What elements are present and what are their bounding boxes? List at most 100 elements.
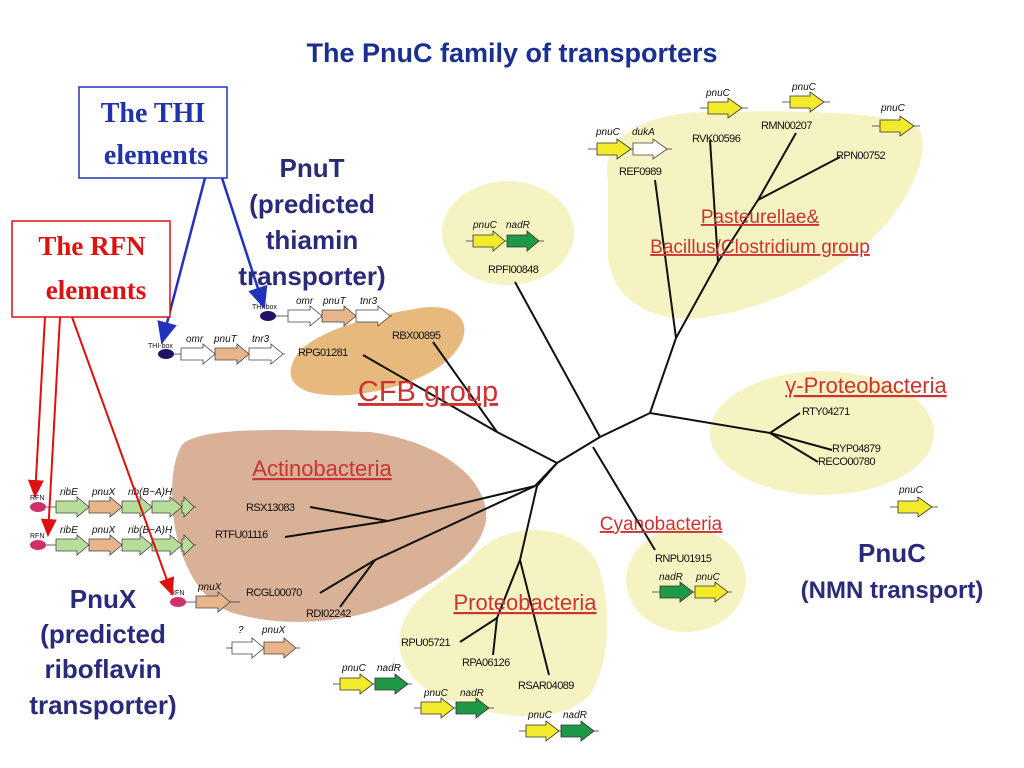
pnuc-gene-arrow bbox=[472, 230, 506, 252]
svg-text:PnuC: PnuC bbox=[858, 538, 926, 568]
svg-text:pnuX: pnuX bbox=[197, 582, 222, 593]
svg-text:pnuC: pnuC bbox=[880, 103, 906, 114]
pnut-label: PnuT (predicted thiamin transporter) bbox=[238, 153, 385, 291]
svg-text:thiamin: thiamin bbox=[266, 225, 358, 255]
rfn-callout-text-2: elements bbox=[46, 275, 146, 305]
pnuc-gene-arrow bbox=[789, 91, 825, 113]
svg-text:(predicted: (predicted bbox=[40, 619, 166, 649]
gene-cluster-rvk: pnuC bbox=[700, 88, 748, 119]
svg-text:riboflavin: riboflavin bbox=[44, 654, 161, 684]
svg-text:nadR: nadR bbox=[377, 663, 401, 674]
rfn-marker bbox=[170, 597, 186, 607]
svg-text:pnuC: pnuC bbox=[705, 88, 731, 99]
svg-text:tnr3: tnr3 bbox=[252, 334, 270, 345]
proteobacteria-blob bbox=[399, 530, 608, 717]
svg-text:nadR: nadR bbox=[659, 572, 683, 583]
svg-text:PnuT: PnuT bbox=[280, 153, 345, 183]
riba-gene-arrow bbox=[151, 496, 183, 518]
pnut-gene-arrow bbox=[214, 343, 250, 365]
svg-text:ribE: ribE bbox=[60, 487, 78, 498]
actinobacteria-blob bbox=[172, 429, 487, 622]
group-label-actinobacteria: Actinobacteria bbox=[252, 456, 392, 481]
node-ryp: RYP04879 bbox=[832, 443, 881, 455]
gene-cluster-rfn-2: RFN ribE pnuX rib(B~A)H bbox=[30, 525, 196, 556]
riba-gene-arrow bbox=[151, 534, 183, 556]
thi-arrow-right bbox=[220, 177, 268, 310]
node-rpg: RPG01281 bbox=[298, 347, 348, 359]
cyanobacteria-blob bbox=[626, 528, 746, 632]
svg-text:dukA: dukA bbox=[632, 127, 655, 138]
gene-cluster-rfn-1: RFN ribE pnuX rib(B~A)H bbox=[30, 487, 196, 518]
nadr-gene-arrow bbox=[455, 697, 490, 719]
svg-text:nadR: nadR bbox=[563, 710, 587, 721]
pnuc-gene-arrow bbox=[339, 673, 374, 695]
thi-callout-text-2: elements bbox=[104, 140, 208, 171]
pnuc-label: PnuC (NMN transport) bbox=[801, 538, 984, 604]
rfn-callout-text-1: The RFN bbox=[38, 231, 146, 261]
nadr-gene-arrow bbox=[659, 581, 694, 603]
pnuc-gene-arrow bbox=[707, 97, 743, 119]
gene-cluster-rnpu: nadR pnuC bbox=[652, 572, 732, 603]
svg-text:pnuX: pnuX bbox=[261, 625, 286, 636]
pnux-gene-arrow bbox=[195, 591, 231, 613]
svg-text:pnuT: pnuT bbox=[322, 296, 347, 307]
unknown-gene-arrow bbox=[231, 637, 265, 659]
node-rbx: RBX00895 bbox=[392, 330, 441, 342]
gene-cluster-proteo-3: pnuC nadR bbox=[519, 710, 599, 742]
gene-cluster-pnuc-right: pnuC bbox=[890, 485, 938, 518]
ribb-gene-arrow bbox=[121, 534, 153, 556]
ribh-gene-arrow bbox=[181, 534, 195, 556]
svg-text:pnuC: pnuC bbox=[791, 82, 817, 93]
svg-text:(NMN transport): (NMN transport) bbox=[801, 577, 984, 604]
rfn-arrow-3 bbox=[71, 316, 175, 596]
group-label-bacillus: Bacillus/Clostridium group bbox=[650, 237, 870, 258]
nadr-gene-arrow bbox=[374, 673, 409, 695]
gene-cluster-rmn: pnuC bbox=[782, 82, 830, 113]
node-rpf: RPFI00848 bbox=[488, 264, 539, 276]
omr-gene-arrow bbox=[180, 343, 216, 365]
node-rsar: RSAR04089 bbox=[518, 680, 574, 692]
thi-callout-text-1: The THI bbox=[101, 98, 206, 129]
pnut-gene-arrow bbox=[321, 305, 357, 327]
gene-cluster-rpf: pnuC nadR bbox=[466, 220, 544, 252]
group-label-gamma-proteobacteria: γ-Proteobacteria bbox=[785, 373, 947, 398]
node-rtfu: RTFU01116 bbox=[215, 529, 268, 541]
cfb-group-blob bbox=[290, 307, 465, 396]
node-rmn: RMN00207 bbox=[761, 120, 812, 132]
thi-box-marker bbox=[260, 311, 276, 321]
pnux-gene-arrow bbox=[88, 534, 123, 556]
node-rpa: RPA06126 bbox=[462, 657, 510, 669]
rpf-cluster-blob bbox=[442, 181, 574, 285]
svg-text:pnuC: pnuC bbox=[898, 485, 924, 496]
thi-box-marker bbox=[158, 349, 174, 359]
svg-text:pnuC: pnuC bbox=[527, 710, 553, 721]
svg-text:pnuX: pnuX bbox=[91, 525, 116, 536]
nadr-gene-arrow bbox=[506, 230, 540, 252]
svg-text:RFN: RFN bbox=[170, 590, 184, 597]
gene-cluster-ref: pnuC dukA bbox=[588, 127, 672, 160]
node-reco: RECO00780 bbox=[818, 456, 875, 468]
node-ref: REF0989 bbox=[619, 166, 662, 178]
pnuc-gene-arrow bbox=[525, 720, 560, 742]
node-rty: RTY04271 bbox=[802, 406, 850, 418]
svg-text:pnuC: pnuC bbox=[695, 572, 721, 583]
pnux-gene-arrow bbox=[88, 496, 123, 518]
svg-text:?: ? bbox=[238, 625, 244, 636]
svg-text:pnuC: pnuC bbox=[423, 688, 449, 699]
svg-text:pnuC: pnuC bbox=[341, 663, 367, 674]
tnr3-gene-arrow bbox=[355, 305, 391, 327]
svg-text:(predicted: (predicted bbox=[249, 189, 375, 219]
ribh-gene-arrow bbox=[181, 496, 195, 518]
pnux-label: PnuX (predicted riboflavin transporter) bbox=[29, 584, 176, 720]
gene-cluster-rfn-3: RFN pnuX bbox=[170, 582, 240, 613]
group-label-cyanobacteria: Cyanobacteria bbox=[600, 514, 723, 535]
node-rdi: RDI02242 bbox=[306, 608, 351, 620]
page-title: The PnuC family of transporters bbox=[306, 38, 717, 68]
pnuc-gene-arrow bbox=[420, 697, 455, 719]
node-rvk: RVK00596 bbox=[692, 133, 741, 145]
gene-cluster-proteo-2: pnuC nadR bbox=[414, 688, 494, 719]
gene-cluster-pnux-unknown: ? pnuX bbox=[226, 625, 300, 659]
node-rpn: RPN00752 bbox=[836, 150, 885, 162]
svg-text:RFN: RFN bbox=[30, 495, 44, 502]
svg-text:omr: omr bbox=[296, 296, 314, 307]
